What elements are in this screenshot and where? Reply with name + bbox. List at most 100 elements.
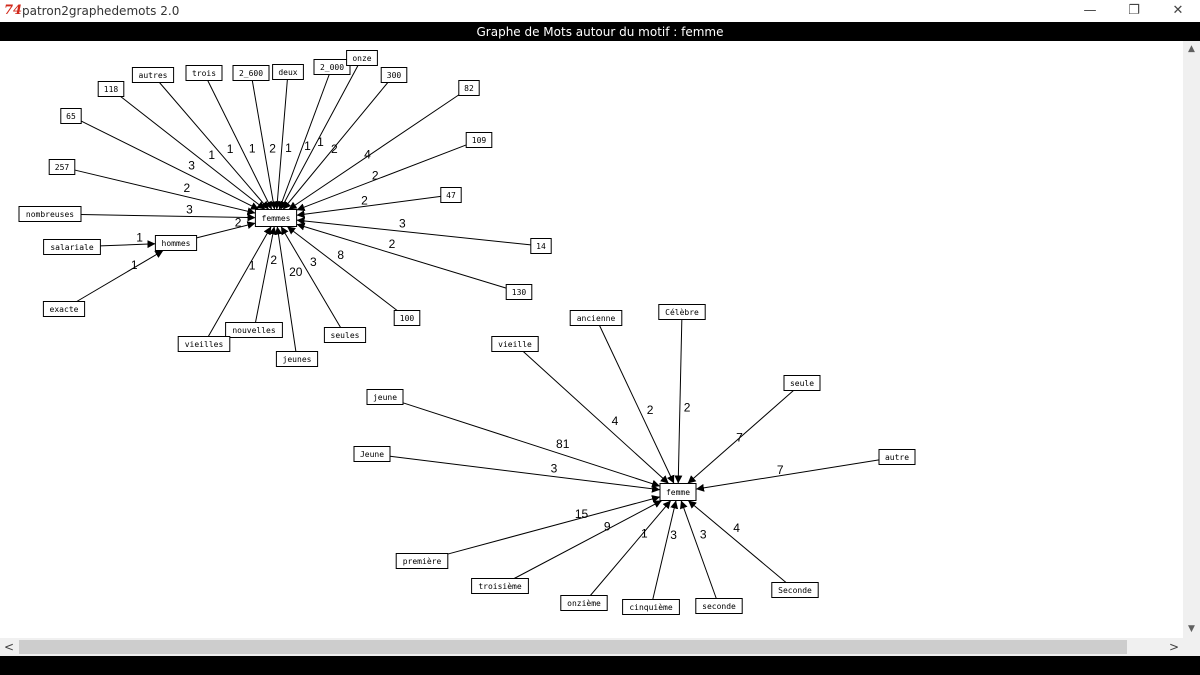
node-label: salariale	[50, 243, 94, 252]
edge-onzieme-to-femme	[589, 500, 672, 596]
word-node-celebre[interactable]: Célèbre	[658, 304, 706, 320]
edge-47-to-femmes	[296, 195, 441, 219]
edge-weight-label: 2	[269, 141, 276, 155]
word-node-300[interactable]: 300	[380, 67, 408, 83]
edge-118-to-femmes	[120, 96, 266, 210]
word-node-autre[interactable]: autre	[878, 449, 916, 465]
node-label: 257	[55, 163, 70, 172]
word-node-seule[interactable]: seule	[783, 375, 821, 391]
word-node-257[interactable]: 257	[48, 159, 76, 175]
scroll-right-arrow-icon[interactable]: >	[1168, 640, 1180, 654]
word-node-seules[interactable]: seules	[323, 327, 367, 343]
edge-ancienne-to-femme	[599, 325, 675, 484]
vertical-scrollbar[interactable]: ▲ ▼	[1183, 41, 1200, 638]
edge-nouvelles-to-femmes	[254, 226, 277, 323]
edge-jeune-to-femme	[389, 455, 661, 493]
word-node-trois[interactable]: trois	[185, 65, 223, 81]
close-button[interactable]: ✕	[1172, 3, 1184, 18]
minimize-button[interactable]: —	[1083, 3, 1097, 18]
node-label: Jeune	[360, 450, 384, 459]
node-box	[97, 81, 125, 97]
word-node-130[interactable]: 130	[505, 284, 533, 300]
word-node-autres[interactable]: autres	[131, 67, 175, 83]
word-node-deux[interactable]: deux	[272, 64, 304, 80]
word-node-2-000[interactable]: 2_000	[313, 59, 351, 75]
node-box	[395, 553, 449, 569]
edge-cinquieme-to-femme	[652, 500, 679, 600]
word-node-onzieme[interactable]: onzième	[560, 595, 608, 611]
node-label: Seconde	[778, 586, 812, 595]
node-box	[659, 483, 697, 501]
node-box	[48, 159, 76, 175]
word-node-100[interactable]: 100	[393, 310, 421, 326]
word-node-ancienne[interactable]: ancienne	[569, 310, 623, 326]
word-node-vieilles[interactable]: vieilles	[177, 336, 231, 352]
node-box	[353, 446, 391, 462]
word-node-salariale[interactable]: salariale	[43, 239, 101, 255]
node-label: 65	[66, 112, 76, 121]
word-node-14[interactable]: 14	[530, 238, 552, 254]
horizontal-scrollbar[interactable]: < >	[0, 638, 1183, 656]
word-node-vieille[interactable]: vieille	[491, 336, 539, 352]
node-label: Célèbre	[665, 307, 699, 317]
word-node-nouvelles[interactable]: nouvelles	[225, 322, 283, 338]
edge-100-to-femmes	[286, 226, 398, 311]
edge-weight-label: 2	[684, 401, 691, 415]
word-node-109[interactable]: 109	[465, 132, 493, 148]
node-label: seconde	[702, 602, 736, 611]
word-node-65[interactable]: 65	[60, 108, 82, 124]
edge-autres-to-femmes	[159, 82, 270, 210]
node-label: jeunes	[283, 355, 312, 364]
word-node-jeune[interactable]: jeune	[366, 389, 404, 405]
edge-weight-label: 1	[285, 141, 292, 155]
word-node-premiere[interactable]: première	[395, 553, 449, 569]
center-node-femmes[interactable]: femmes	[254, 209, 298, 227]
node-label: 14	[536, 242, 546, 251]
word-node-jeune[interactable]: Jeune	[353, 446, 391, 462]
node-label: deux	[278, 68, 297, 77]
scroll-left-arrow-icon[interactable]: <	[3, 640, 15, 654]
edge-nombreuses-to-femmes	[80, 213, 256, 222]
edge-weight-label: 3	[399, 217, 406, 231]
scroll-down-arrow-icon[interactable]: ▼	[1188, 624, 1195, 634]
node-box	[393, 310, 421, 326]
word-node-nombreuses[interactable]: nombreuses	[18, 206, 82, 222]
node-label: autre	[885, 453, 909, 462]
edge-weight-label: 2	[647, 403, 654, 417]
edge-weight-label: 2	[361, 193, 368, 207]
edge-weight-label: 1	[249, 141, 256, 155]
node-label: femmes	[262, 214, 291, 223]
node-label: 100	[400, 314, 415, 323]
word-node-onze[interactable]: onze	[346, 50, 378, 66]
edge-deux-to-femmes	[273, 79, 288, 210]
word-node-hommes[interactable]: hommes	[154, 235, 198, 251]
node-box	[783, 375, 821, 391]
edge-weight-label: 3	[551, 462, 558, 476]
node-box	[272, 64, 304, 80]
word-node-seconde[interactable]: Seconde	[771, 582, 819, 598]
edge-weight-label: 3	[186, 202, 193, 216]
edge-weight-label: 9	[604, 519, 611, 533]
word-node-exacte[interactable]: exacte	[42, 301, 86, 317]
node-label: vieilles	[185, 340, 224, 349]
restore-button[interactable]: ❐	[1128, 3, 1140, 18]
edge-weight-label: 81	[556, 437, 570, 451]
node-label: cinquième	[629, 602, 673, 612]
word-node-118[interactable]: 118	[97, 81, 125, 97]
node-box	[380, 67, 408, 83]
word-node-seconde[interactable]: seconde	[695, 598, 743, 614]
edge-seule-to-femme	[687, 390, 794, 484]
scroll-up-arrow-icon[interactable]: ▲	[1188, 44, 1195, 54]
word-node-jeunes[interactable]: jeunes	[275, 351, 319, 367]
word-node-82[interactable]: 82	[458, 80, 480, 96]
word-node-cinquieme[interactable]: cinquième	[622, 599, 680, 615]
node-label: jeune	[373, 393, 397, 402]
node-box	[530, 238, 552, 254]
word-node-troisieme[interactable]: troisième	[471, 578, 529, 594]
word-node-2-600[interactable]: 2_600	[232, 65, 270, 81]
horizontal-scroll-thumb[interactable]	[19, 640, 1127, 654]
node-label: onze	[352, 54, 371, 63]
center-node-femme[interactable]: femme	[659, 483, 697, 501]
word-node-47[interactable]: 47	[440, 187, 462, 203]
